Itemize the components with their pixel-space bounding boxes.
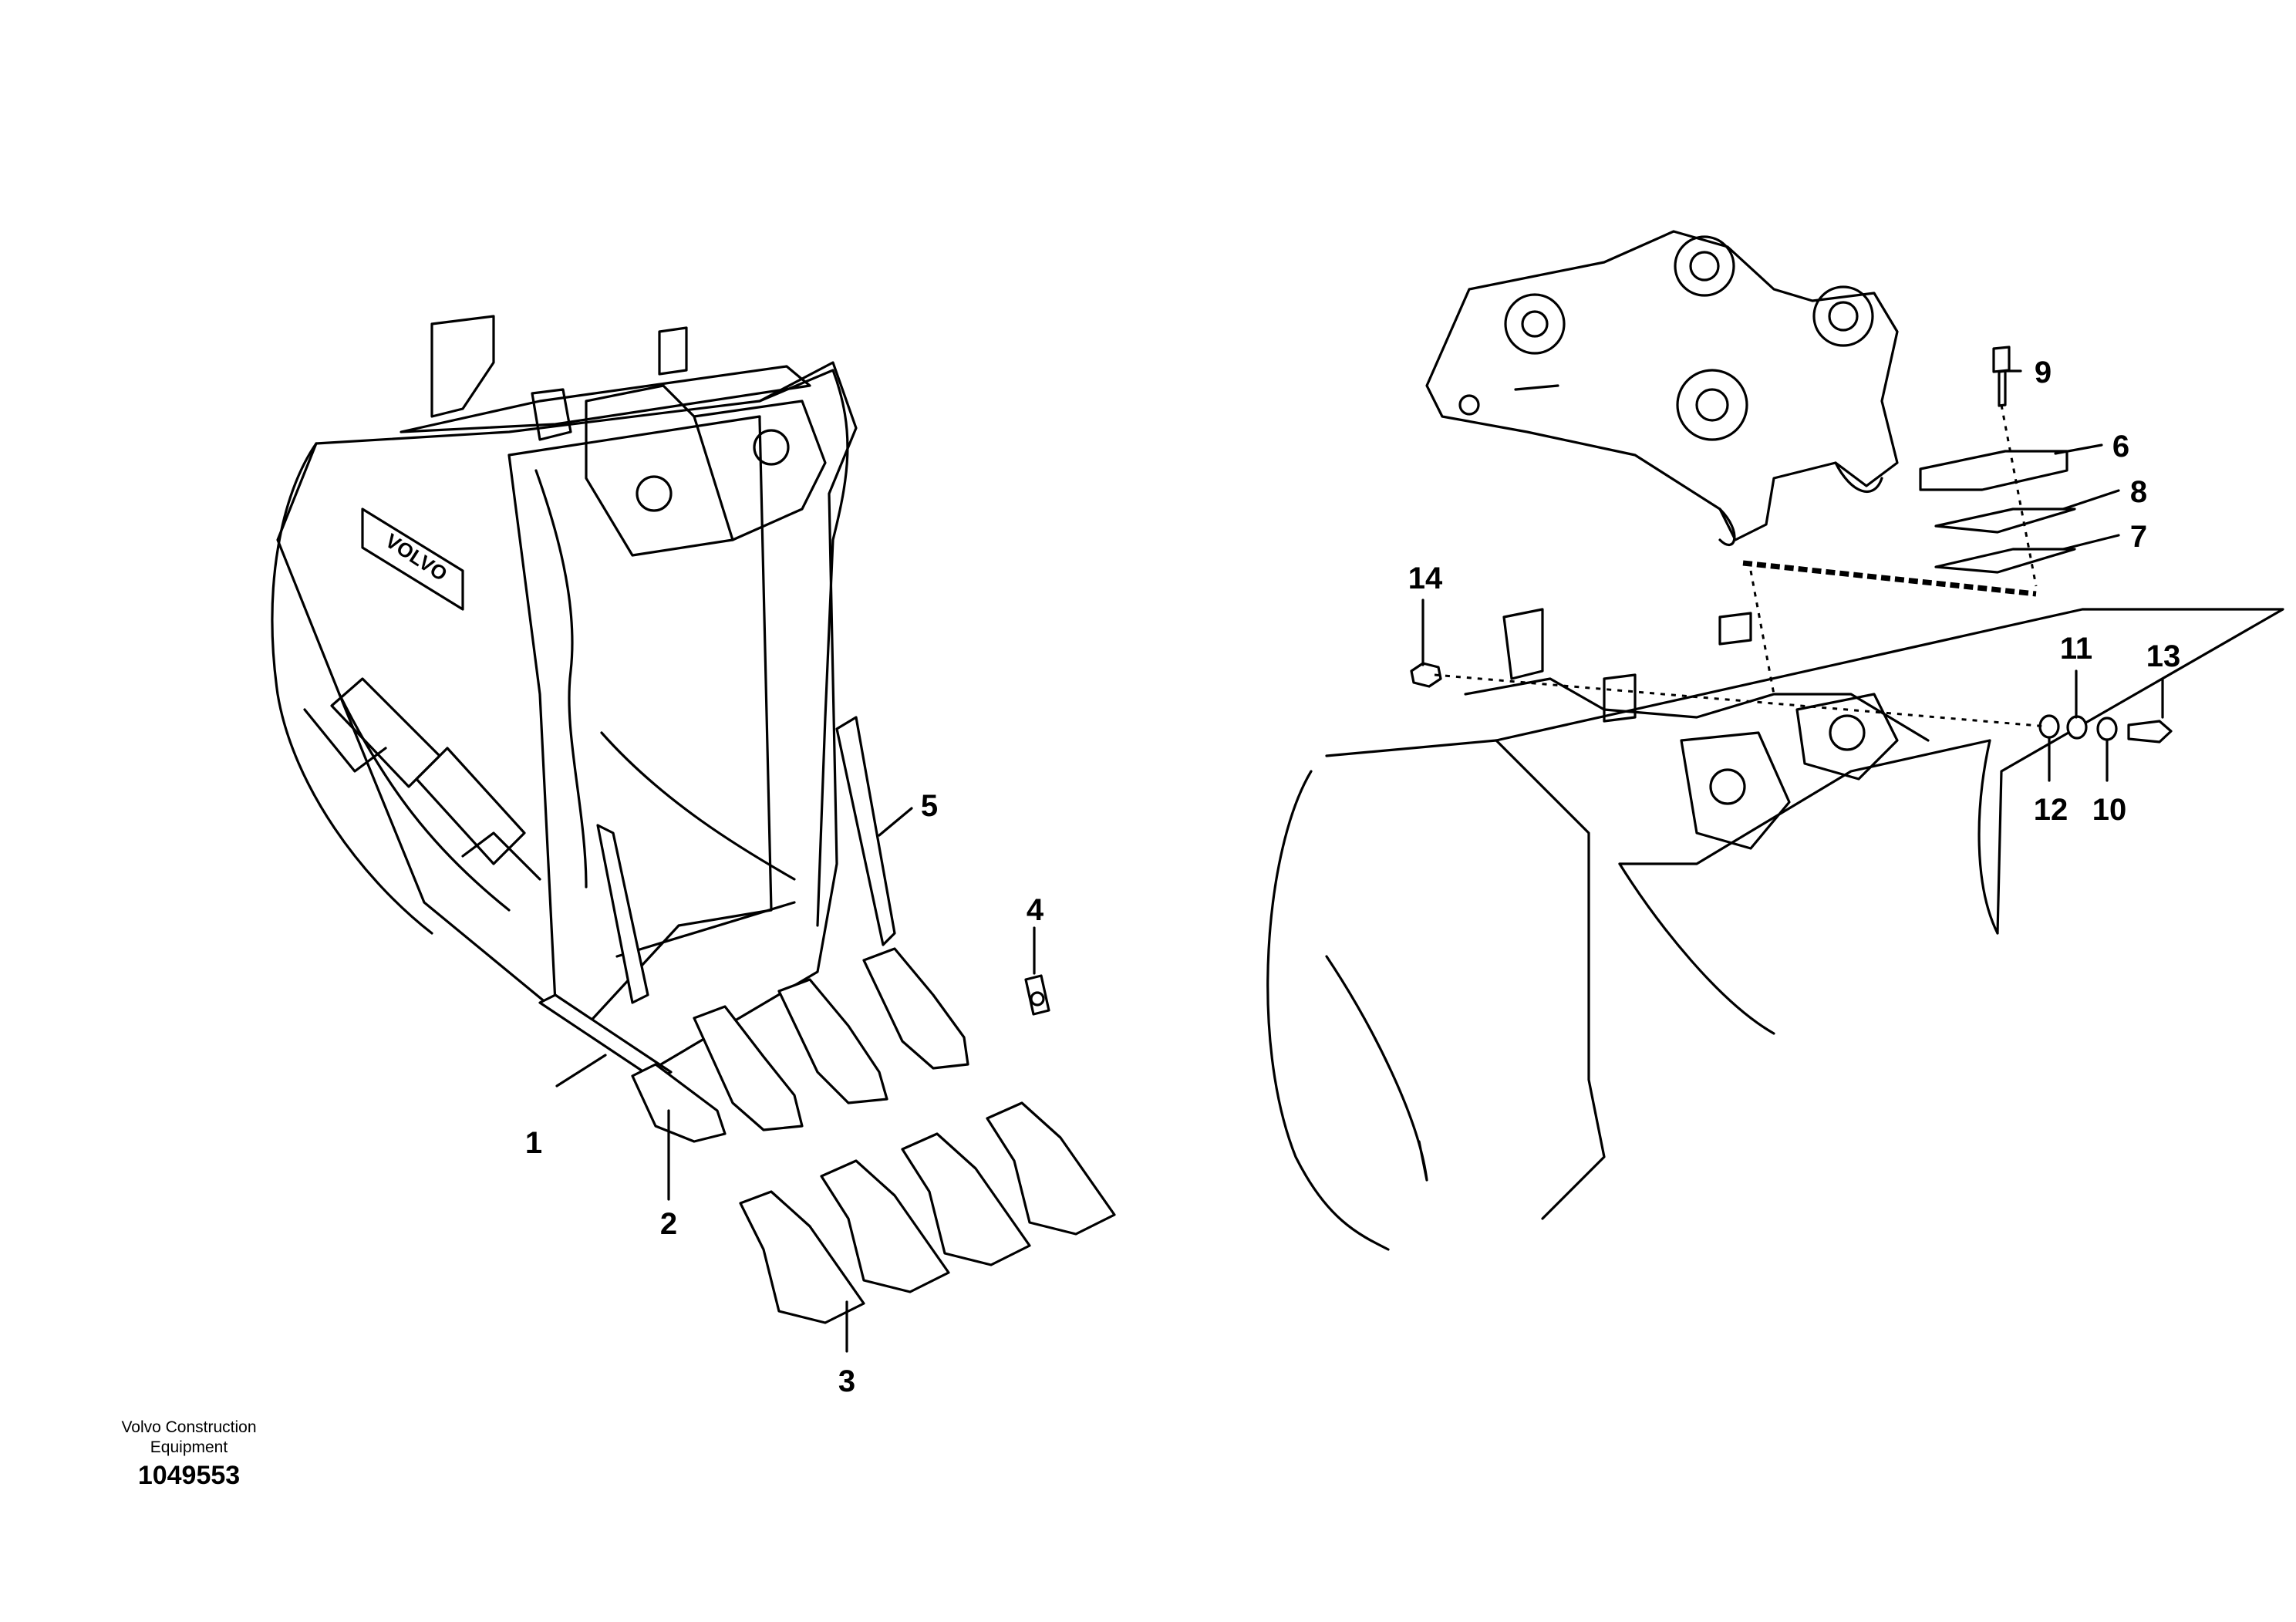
callout-6: 6 [2112,430,2129,464]
company-line-1: Volvo Construction [121,1418,257,1436]
callout-13: 13 [2146,639,2181,673]
callout-labels: 1 2 3 4 5 6 7 8 9 10 11 12 13 14 [525,356,2180,1398]
callout-12: 12 [2034,793,2068,827]
callout-9: 9 [2035,356,2052,389]
coupler-illustration [1266,230,2284,1251]
callout-8: 8 [2130,475,2147,509]
bucket-illustration: VOLVO [271,315,1116,1324]
company-line-2: Equipment [150,1438,228,1456]
drawing-number: 1049553 [137,1461,241,1490]
callout-4: 4 [1027,893,1044,927]
footer-company: Volvo Construction Equipment [77,1418,301,1458]
callout-1: 1 [525,1126,542,1160]
callout-5: 5 [921,789,938,823]
callout-14: 14 [1408,561,1443,595]
callout-11: 11 [2060,632,2092,666]
callout-7: 7 [2130,520,2147,554]
callout-10: 10 [2092,793,2127,827]
callout-3: 3 [838,1364,855,1398]
callout-2: 2 [660,1207,677,1241]
callout-leaders [555,369,2164,1353]
